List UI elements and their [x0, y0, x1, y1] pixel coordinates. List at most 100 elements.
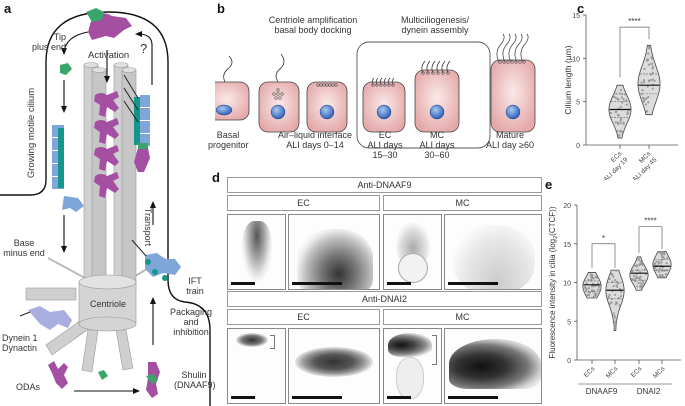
data-point	[642, 282, 645, 285]
data-point	[631, 270, 634, 273]
data-point	[616, 129, 619, 133]
cell-ec	[362, 77, 406, 133]
data-point	[619, 105, 623, 108]
data-point	[590, 289, 594, 292]
data-point	[612, 312, 615, 315]
data-point	[619, 122, 622, 125]
data-point	[658, 267, 662, 270]
data-point	[614, 293, 617, 296]
significance-bracket	[619, 26, 650, 78]
header-anti-dnai2: Anti-DNAI2	[227, 291, 542, 307]
data-point	[623, 93, 627, 96]
arrow-heads	[61, 31, 156, 394]
data-point	[636, 269, 639, 272]
data-point	[647, 80, 651, 83]
data-point	[647, 63, 650, 66]
data-point	[597, 285, 601, 288]
violin-body	[605, 269, 625, 331]
data-point	[660, 253, 664, 256]
data-point	[643, 81, 646, 84]
dynein1-dynactin-shape	[28, 306, 72, 330]
data-point	[609, 111, 613, 115]
tip-complex	[86, 8, 132, 40]
data-point	[587, 293, 591, 297]
data-point	[645, 97, 648, 100]
data-point	[615, 302, 619, 305]
micrograph-dnai2-mc-zoom	[444, 328, 542, 404]
data-point	[660, 250, 663, 253]
data-point	[613, 327, 617, 330]
data-point	[610, 301, 613, 304]
y-tick-label: 20	[563, 203, 571, 210]
data-point	[639, 260, 642, 263]
data-point	[619, 88, 623, 92]
y-tick-label: 0	[576, 143, 580, 150]
centriole-body	[25, 274, 137, 373]
violin-body	[608, 84, 632, 139]
label-transport: Transport	[143, 207, 153, 247]
micrograph-dnaaf9-mc-cell	[383, 214, 442, 290]
data-point	[666, 256, 669, 260]
data-point	[647, 52, 650, 55]
data-point	[612, 285, 615, 288]
group-label: DNAAF9	[586, 387, 618, 396]
data-point	[614, 121, 617, 124]
data-point	[657, 260, 660, 263]
oda-free	[48, 361, 68, 389]
data-point	[622, 121, 625, 124]
label-odas: ODAs	[15, 382, 40, 392]
data-point	[625, 103, 628, 106]
violin-dnaaf9-ecs	[582, 272, 602, 299]
data-point	[616, 285, 619, 289]
data-point	[641, 280, 644, 283]
data-point	[612, 275, 615, 279]
data-point	[658, 270, 661, 273]
group-label: DNAI2	[637, 387, 661, 396]
violin-ecs	[608, 84, 632, 139]
data-point	[614, 96, 617, 99]
data-point	[651, 67, 654, 70]
data-point	[646, 59, 649, 62]
data-point	[631, 277, 634, 281]
panel-b-letter: b	[217, 1, 225, 16]
header-ec-row1: EC	[227, 195, 380, 211]
data-point	[647, 101, 650, 104]
micrograph-dnaaf9-mc-zoom	[444, 214, 542, 290]
header-mc-row2: MC	[383, 309, 542, 325]
significance-label: *	[602, 234, 605, 243]
data-point	[647, 95, 650, 99]
data-point	[591, 275, 594, 278]
data-point	[618, 304, 621, 307]
data-point	[650, 56, 653, 59]
data-point	[607, 295, 610, 299]
data-point	[650, 62, 654, 65]
data-point	[655, 260, 658, 263]
panel-a-letter: a	[4, 1, 12, 16]
data-point	[608, 293, 611, 297]
micrograph-dnai2-mc-cell	[383, 328, 442, 404]
data-point	[612, 95, 615, 98]
label-activation: Activation	[88, 50, 130, 61]
data-point	[587, 287, 591, 290]
data-point	[592, 277, 595, 280]
y-axis-label: Cilium length (μm)	[563, 45, 573, 114]
data-point	[617, 282, 620, 285]
data-point	[594, 275, 597, 278]
data-point	[621, 92, 624, 96]
data-point	[660, 275, 663, 278]
data-point	[643, 97, 646, 100]
x-tick-label: MCs	[605, 365, 620, 380]
x-tick-label: MCs	[652, 365, 667, 380]
violin-dnaaf9-mcs	[605, 269, 625, 331]
ift-train-base	[131, 239, 181, 281]
panel-a-diagram	[0, 8, 211, 406]
data-point	[594, 294, 597, 297]
data-point	[616, 122, 620, 126]
data-point	[651, 78, 654, 81]
y-axis-label-rest: (CTCF))	[548, 206, 557, 236]
